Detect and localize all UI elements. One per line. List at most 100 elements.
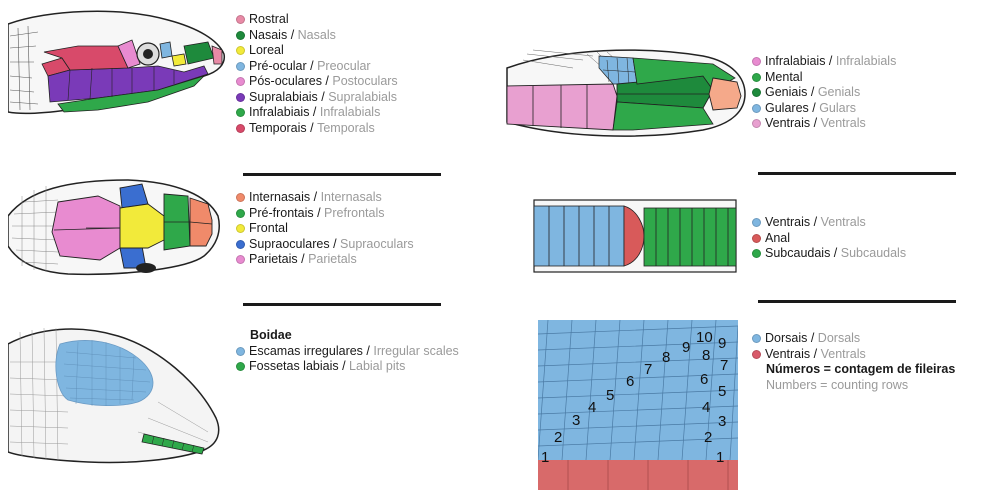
- subcaudal-scales: [644, 208, 736, 266]
- boidae-heading: Boidae: [250, 328, 292, 344]
- legend-label-en: Dorsals: [818, 331, 860, 347]
- row-number-right: 1: [716, 449, 724, 466]
- mental-scale: [709, 78, 741, 110]
- row-number-left: 1: [541, 449, 549, 466]
- color-swatch-icon: [236, 77, 245, 86]
- legend-label-pt: Infralabiais: [765, 54, 825, 70]
- legend-separator: /: [330, 237, 340, 253]
- divider: [758, 300, 956, 303]
- legend-label-pt: Nasais: [249, 28, 287, 44]
- legend-item: Frontal: [236, 221, 414, 237]
- legend-label-pt: Rostral: [249, 12, 289, 28]
- color-swatch-icon: [236, 62, 245, 71]
- rows-note-en: Numbers = counting rows: [766, 378, 908, 394]
- rows-note-pt: Números = contagem de fileiras: [766, 362, 955, 378]
- row-number-left: 8: [662, 349, 670, 366]
- row-number-right: 8: [702, 347, 710, 364]
- row-number-left: 7: [644, 361, 652, 378]
- legend-label-pt: Anal: [765, 231, 790, 247]
- legend-label-pt: Pós-oculares: [249, 74, 322, 90]
- frontal-scale: [120, 204, 164, 248]
- color-swatch-icon: [236, 15, 245, 24]
- color-swatch-icon: [752, 73, 761, 82]
- legend-label-pt: Ventrais: [765, 215, 810, 231]
- loreal-scale: [172, 54, 186, 66]
- legend-separator: /: [825, 54, 835, 70]
- legend-label-pt: Gulares: [765, 101, 809, 117]
- color-swatch-icon: [236, 347, 245, 356]
- legend-separator: /: [314, 206, 324, 222]
- legend-label-en: Temporals: [317, 121, 375, 137]
- tail-illustration: [532, 196, 740, 276]
- legend-item: Nasais / Nasals: [236, 28, 398, 44]
- row-number-left: 5: [606, 387, 614, 404]
- color-swatch-icon: [236, 362, 245, 371]
- legend-separator: /: [809, 101, 819, 117]
- legend-item: Fossetas labiais / Labial pits: [236, 359, 459, 375]
- legend-separator: /: [807, 85, 817, 101]
- ventral-scales: [507, 84, 617, 130]
- legend-item: Mental: [752, 70, 896, 86]
- row-number-right: 3: [718, 413, 726, 430]
- legend-item: Subcaudais / Subcaudals: [752, 246, 906, 262]
- legend-label-pt: Temporais: [249, 121, 307, 137]
- legend-label-pt: Parietais: [249, 252, 298, 268]
- legend-separator: /: [810, 116, 820, 132]
- legend-label-pt: Pré-frontais: [249, 206, 314, 222]
- legend-item: Infralabiais / Infralabials: [752, 54, 896, 70]
- color-swatch-icon: [752, 104, 761, 113]
- color-swatch-icon: [236, 209, 245, 218]
- legend-label-en: Postoculars: [332, 74, 397, 90]
- row-number-left: 2: [554, 429, 562, 446]
- color-swatch-icon: [236, 224, 245, 233]
- legend-item: Gulares / Gulars: [752, 101, 896, 117]
- legend-item: Parietais / Parietals: [236, 252, 414, 268]
- legend-label-en: Ventrals: [821, 347, 866, 363]
- legend-label-en: Ventrals: [821, 116, 866, 132]
- legend-label-en: Infralabials: [836, 54, 896, 70]
- color-swatch-icon: [752, 350, 761, 359]
- legend-separator: /: [310, 190, 320, 206]
- legend-item: Temporais / Temporals: [236, 121, 398, 137]
- legend-label-en: Nasals: [298, 28, 336, 44]
- color-swatch-icon: [752, 234, 761, 243]
- color-swatch-icon: [236, 240, 245, 249]
- legend-label-en: Labial pits: [349, 359, 405, 375]
- legend-separator: /: [309, 105, 319, 121]
- legend-item: Pós-oculares / Postoculars: [236, 74, 398, 90]
- row-number-left: 10: [696, 329, 713, 346]
- legend-label-pt: Ventrais: [765, 116, 810, 132]
- legend-label-en: Supralabials: [328, 90, 397, 106]
- row-number-left: 3: [572, 412, 580, 429]
- legend-label-en: Prefrontals: [324, 206, 384, 222]
- legend-item: Supraoculares / Supraoculars: [236, 237, 414, 253]
- legend-separator: /: [807, 331, 817, 347]
- legend-label-en: Supraoculars: [340, 237, 414, 253]
- divider: [243, 173, 441, 176]
- color-swatch-icon: [236, 31, 245, 40]
- legend-label-pt: Ventrais: [765, 347, 810, 363]
- color-swatch-icon: [752, 218, 761, 227]
- legend-label-en: Parietals: [308, 252, 357, 268]
- legend-item: Infralabiais / Infralabials: [236, 105, 398, 121]
- legend-item: Ventrais / Ventrals: [752, 347, 955, 363]
- legend-separator: /: [810, 215, 820, 231]
- color-swatch-icon: [752, 249, 761, 258]
- ventral-head-illustration: [503, 38, 748, 153]
- legend-label-pt: Frontal: [249, 221, 288, 237]
- legend-item: Pré-ocular / Preocular: [236, 59, 398, 75]
- legend-separator: /: [307, 121, 317, 137]
- legend-label-pt: Subcaudais: [765, 246, 830, 262]
- legend-label-pt: Internasais: [249, 190, 310, 206]
- legend-label-en: Subcaudals: [841, 246, 906, 262]
- row-number-right: 5: [718, 383, 726, 400]
- legend-label-pt: Infralabiais: [249, 105, 309, 121]
- legend-label-en: Genials: [818, 85, 860, 101]
- legend-tail: Ventrais / VentralsAnalSubcaudais / Subc…: [752, 215, 906, 262]
- color-swatch-icon: [752, 119, 761, 128]
- row-number-right: 2: [704, 429, 712, 446]
- color-swatch-icon: [752, 57, 761, 66]
- legend-separator: /: [810, 347, 820, 363]
- divider: [758, 172, 956, 175]
- legend-label-en: Gulars: [819, 101, 856, 117]
